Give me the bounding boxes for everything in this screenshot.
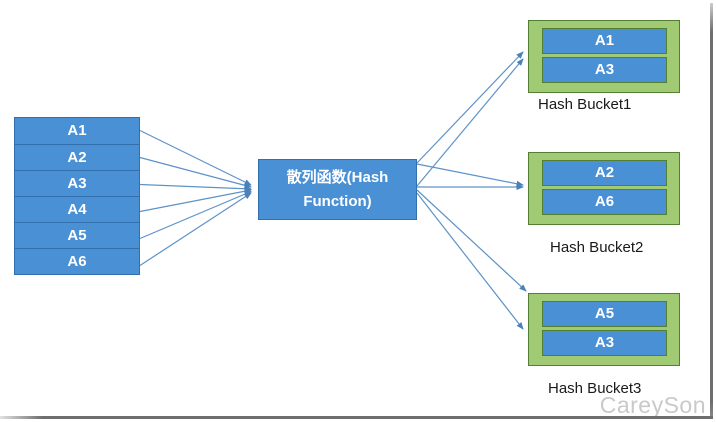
hash-bucket-1-label: Hash Bucket1 [538,96,632,113]
hash-bucket-2-label: Hash Bucket2 [550,239,644,256]
bucket1-item-a1: A1 [542,28,667,54]
arrow-a3-to-hash [139,183,252,192]
arrow-a6-to-hash [139,192,252,267]
source-item-a2: A2 [15,144,139,170]
hash-bucket-1: A1 A3 [528,20,680,93]
source-item-a6: A6 [15,248,139,274]
arrow-a2-to-hash [139,156,252,189]
arrow-hash-to-bucket3-b [416,192,524,330]
arrow-hash-to-bucket2-a [416,163,524,187]
frame-shadow-bottom [0,416,713,419]
arrow-a4-to-hash [139,188,252,213]
hash-bucket-2: A2 A6 [528,152,680,225]
arrow-a5-to-hash [139,190,252,240]
arrow-hash-to-bucket1-a [416,51,524,164]
bucket3-item-a5: A5 [542,301,667,327]
hash-bucket-3-label: Hash Bucket3 [548,380,642,397]
hash-function-label: 散列函数(Hash Function) [286,169,389,210]
source-stack: A1 A2 A3 A4 A5 A6 [14,117,140,275]
bucket2-item-a6: A6 [542,189,667,215]
bucket2-item-a2: A2 [542,160,667,186]
hash-bucket-3: A5 A3 [528,293,680,366]
arrow-hash-to-bucket3-a [416,189,527,292]
frame-shadow-right [710,3,713,419]
arrow-hash-to-bucket1-b [416,58,524,187]
source-item-a1: A1 [15,118,139,144]
bucket1-item-a3: A3 [542,57,667,83]
source-item-a5: A5 [15,222,139,248]
arrow-a1-to-hash [139,129,252,186]
bucket3-item-a3: A3 [542,330,667,356]
source-item-a3: A3 [15,170,139,196]
source-item-a4: A4 [15,196,139,222]
hash-function-box: 散列函数(Hash Function) [258,159,417,220]
watermark-careyson: CareySon [599,392,706,418]
